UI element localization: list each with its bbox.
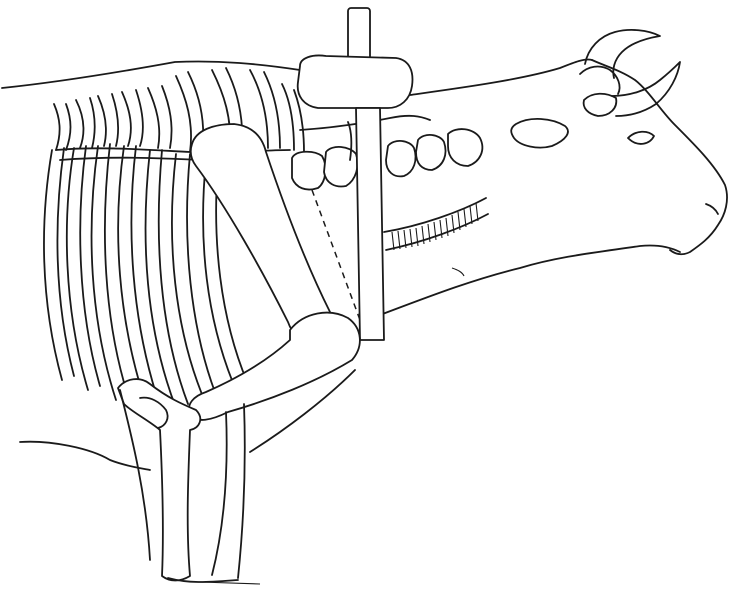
trachea — [384, 198, 488, 250]
back-line — [2, 61, 300, 88]
horn-right — [612, 62, 680, 116]
head — [511, 30, 727, 254]
vertebra-5 — [448, 129, 482, 166]
body-outline — [2, 59, 680, 470]
spine-process-4 — [122, 90, 143, 146]
rib-6 — [172, 154, 218, 404]
ground-line — [200, 582, 260, 584]
spine-process-1 — [54, 104, 71, 150]
neck-top-line — [410, 59, 592, 95]
eye — [628, 132, 654, 144]
rod-shaft — [356, 108, 384, 340]
spine-baseline-lower — [60, 158, 200, 160]
spine-process-3 — [98, 94, 118, 146]
vertebra-4 — [416, 135, 446, 170]
under-neck-line — [372, 245, 680, 318]
rib-2 — [67, 146, 100, 390]
horn-base-right — [584, 94, 617, 116]
rib-3 — [92, 144, 128, 400]
rod-clamp — [298, 55, 413, 108]
belly-line — [20, 442, 150, 470]
head-outline — [592, 60, 727, 254]
humerus — [189, 313, 360, 420]
forearm-back-edge — [212, 412, 227, 575]
vertebrae — [292, 116, 482, 190]
rib-5 — [146, 150, 188, 408]
rib-4 — [118, 146, 158, 404]
vertebra-2 — [324, 147, 358, 187]
horn-left — [585, 30, 660, 78]
forearm-back-edge-2 — [238, 404, 245, 578]
nostril — [706, 204, 718, 214]
ear — [511, 119, 568, 148]
vertebra-3 — [386, 141, 416, 176]
spine-process-5 — [148, 86, 172, 148]
trachea-rings — [392, 203, 478, 250]
shoulder-limb — [118, 124, 360, 584]
spine-process-2 — [76, 98, 95, 148]
throat-fold — [452, 268, 464, 276]
radius-ulna — [118, 379, 200, 580]
vertebra-1 — [292, 152, 325, 190]
